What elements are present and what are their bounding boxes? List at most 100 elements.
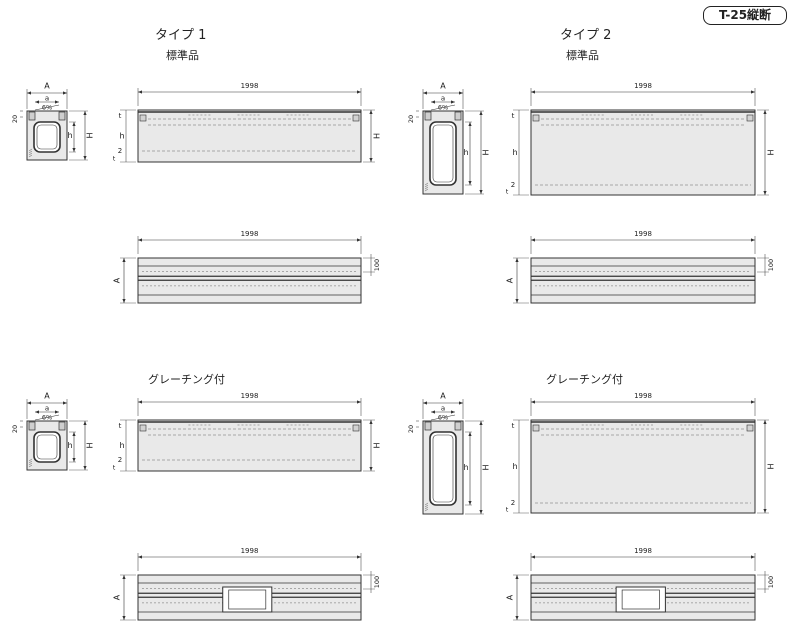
t1-std-section-dim-a-arrow-right xyxy=(55,100,59,104)
t1-grt-side-label-H: H xyxy=(373,442,382,448)
t2-grt-plan-dim-length-arrow-right xyxy=(751,555,755,559)
t2-grt-side-label-2: 2 xyxy=(511,499,515,507)
t1-std-side-notch-right xyxy=(352,114,360,122)
t1-std-section-dim-H-arrow-bottom xyxy=(83,156,87,160)
t2-grt-side-label-h: h xyxy=(512,462,517,471)
t2-std-section-slope-line xyxy=(430,104,456,111)
t2-std-section-label-h: h xyxy=(463,148,468,157)
t2-grt-section-hatch-0 xyxy=(424,508,429,512)
type2-title: タイプ 2 xyxy=(560,28,612,43)
t2-grt-plan-label-A: A xyxy=(506,594,515,600)
t2-grt-section-label-20: 20 xyxy=(407,425,415,433)
t2-grt-section-dim-H-arrow-bottom xyxy=(479,510,483,514)
t2-std-side-dim-H-arrow-top xyxy=(763,110,767,114)
t2-grt-plan-label-length: 1998 xyxy=(634,547,652,555)
t1-grt-section-label-a: a xyxy=(45,405,49,413)
t2-std-section-dim-h-arrow-top xyxy=(468,122,472,126)
t2-grt-section-dim-H-arrow-top xyxy=(479,421,483,425)
t1-grt-plan-label-100: 100 xyxy=(373,576,381,588)
t2-grt-section-lip-right xyxy=(454,421,462,431)
t2-grt-section-hatch-3 xyxy=(424,502,429,506)
t1-grt-side-dim-H-arrow-bottom xyxy=(369,467,373,471)
t2-grt-section-label-A: A xyxy=(440,392,446,401)
t1-grt-plan-dim-length-arrow-right xyxy=(357,555,361,559)
t1-std-section-channel xyxy=(33,121,61,153)
t2-grt-side-dim-length-arrow-right xyxy=(751,400,755,404)
t1-std-section-hatch-3 xyxy=(28,148,33,152)
t2-std-section-label-20: 20 xyxy=(407,115,415,123)
t1-std-section-label-20: 20 xyxy=(11,115,19,123)
t2-std-section-label-A: A xyxy=(440,82,446,91)
t2-std-section-label-a: a xyxy=(441,95,445,103)
t1-grt-section-hatch-0 xyxy=(28,464,33,468)
t2-std-section-dim-a-arrow-left xyxy=(431,100,435,104)
t1-std-section-label-a: a xyxy=(45,95,49,103)
type2-grating-label: グレーチング付 xyxy=(546,373,623,386)
t2-grt-section-hatch-2 xyxy=(424,504,429,508)
t1-std-section-hatch-0 xyxy=(28,154,33,158)
type2-standard-label: 標準品 xyxy=(566,49,599,62)
t2-grt-section-channel xyxy=(429,431,457,506)
t1-grt-section-dim-H-arrow-bottom xyxy=(83,466,87,470)
t2-std-section-dim-A-arrow-left xyxy=(423,91,427,95)
t1-grt-section-hatch-2 xyxy=(28,460,33,464)
t2-grt-side-label-length: 1998 xyxy=(634,392,652,400)
t1-grt-section-channel-inner xyxy=(36,434,58,460)
t1-grt-section-label-H: H xyxy=(86,442,95,448)
t1-grt-section-dim-A-arrow-left xyxy=(27,401,31,405)
t2-grt-section-dim-a-arrow-right xyxy=(451,410,455,414)
t1-std-plan-label-100: 100 xyxy=(373,259,381,271)
t2-grt-section-dim-A-arrow-left xyxy=(423,401,427,405)
t1-grt-section-dim-A-arrow-right xyxy=(63,401,67,405)
t2-std-section-dim-h-arrow-bottom xyxy=(468,181,472,185)
t2-std-side-label-h: h xyxy=(512,148,517,157)
t2-std-side-dim-length-arrow-right xyxy=(751,90,755,94)
t1-grt-side-dim-H-arrow-top xyxy=(369,420,373,424)
t2-std-section-hatch-0 xyxy=(424,188,429,192)
t2-std-side-label-t-top: t xyxy=(512,112,515,120)
t1-grt-section-label-h: h xyxy=(67,441,72,450)
t2-std-section-dim-H-arrow-bottom xyxy=(479,190,483,194)
t2-std-side-notch-left xyxy=(532,114,540,122)
t1-std-side-body xyxy=(137,109,362,163)
t2-grt-side-label-t-top: t xyxy=(512,422,515,430)
t2-std-section-hatch-1 xyxy=(424,186,429,190)
t1-std-side-dim-H-arrow-top xyxy=(369,110,373,114)
t2-std-side-label-2: 2 xyxy=(511,181,515,189)
t2-grt-side-dim-H-arrow-bottom xyxy=(763,509,767,513)
t1-grt-side-label-2: 2 xyxy=(118,456,122,464)
t2-std-section-channel-inner xyxy=(432,124,454,183)
t2-grt-plan-dim-length-arrow-left xyxy=(531,555,535,559)
t1-grt-side-label-length: 1998 xyxy=(241,392,259,400)
t1-grt-side-notch-left xyxy=(139,424,147,432)
t2-grt-section-dim-A-arrow-right xyxy=(459,401,463,405)
t1-grt-side-label-t-bottom: t xyxy=(113,465,116,472)
t1-grt-plan-dim-A-arrow-bottom xyxy=(122,616,126,620)
t2-grt-section-channel-inner xyxy=(432,434,454,503)
t1-std-plan-label-A: A xyxy=(113,277,122,283)
t2-grt-section-lip-left xyxy=(424,421,432,431)
t2-grt-section-label-a: a xyxy=(441,405,445,413)
t2-std-section-hatch-2 xyxy=(424,184,429,188)
t2-grt-plan-label-100: 100 xyxy=(767,576,775,588)
t2-grt-side-dim-H-arrow-top xyxy=(763,420,767,424)
t1-grt-plan-label-length: 1998 xyxy=(241,547,259,555)
t1-grt-section-dim-h-arrow-bottom xyxy=(72,458,76,462)
t2-std-section-dim-H-arrow-top xyxy=(479,111,483,115)
t1-std-section-channel-inner xyxy=(36,124,58,150)
standard-badge: T-25縦断 xyxy=(703,6,787,25)
t2-grt-plan-dim-A-arrow-bottom xyxy=(515,616,519,620)
t2-std-plan-label-length: 1998 xyxy=(634,230,652,238)
t1-std-plan-label-length: 1998 xyxy=(241,230,259,238)
t1-grt-section-dim-a-arrow-right xyxy=(55,410,59,414)
type1-grating-label: グレーチング付 xyxy=(148,373,225,386)
t1-std-section-label-H: H xyxy=(86,132,95,138)
t1-grt-plan-grating-inner xyxy=(228,589,267,610)
t1-std-side-label-2: 2 xyxy=(118,147,122,155)
t1-std-side-dim-length-arrow-right xyxy=(357,90,361,94)
t1-grt-side-body xyxy=(137,419,362,472)
t1-grt-section-channel xyxy=(33,431,61,463)
t2-std-section-label-H: H xyxy=(482,149,491,155)
t1-std-plan-dim-A-arrow-top xyxy=(122,258,126,262)
t2-std-side-label-H: H xyxy=(767,149,776,155)
